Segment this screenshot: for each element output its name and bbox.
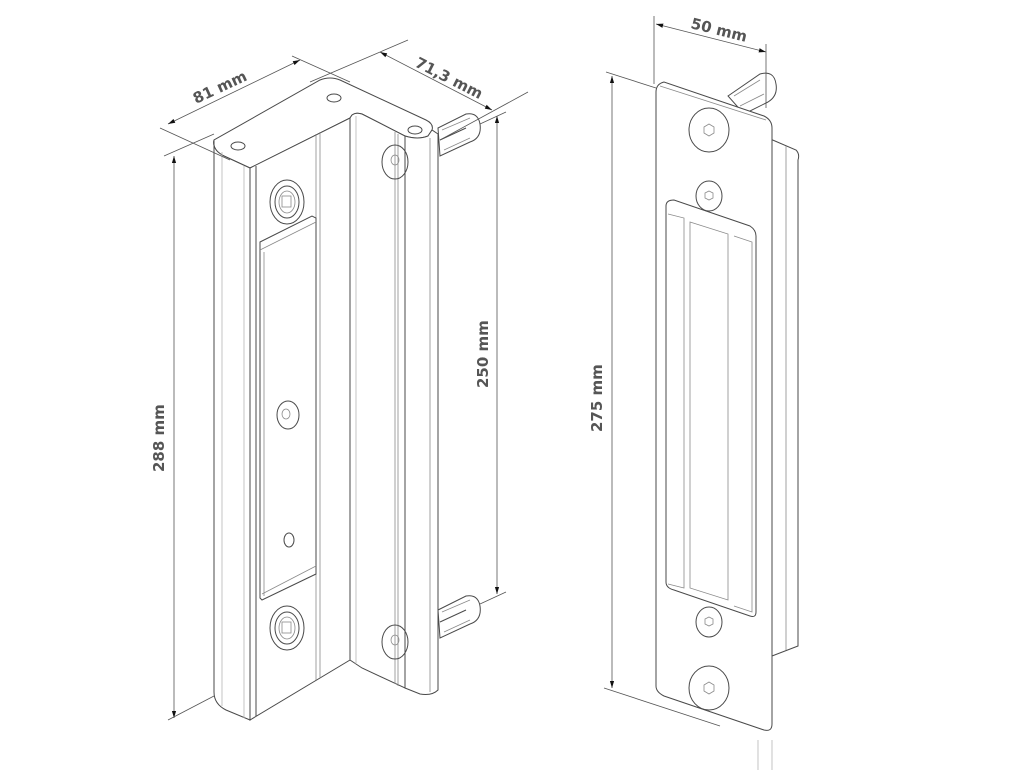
strike-screw-lower [695, 606, 723, 638]
dimension-spacing-250: 250 mm [474, 111, 507, 605]
strike-box-back [767, 137, 800, 657]
bracket-side-screw-top [381, 144, 409, 180]
wall-anchor-top [437, 113, 481, 157]
bracket-small-hole [283, 532, 295, 548]
dimension-height-288: 288 mm [150, 133, 215, 721]
top-hole-mid [326, 93, 342, 103]
bracket-screw-middle [276, 400, 300, 430]
strike-screw-bottom [688, 665, 730, 711]
top-hole-left [230, 141, 246, 151]
strike-screw-top [688, 107, 730, 153]
bracket-screw-bottom [269, 605, 305, 651]
bracket-screw-top [269, 179, 305, 225]
bracket-slot-plate [259, 215, 317, 601]
depth-71-label: 71,3 mm [412, 54, 486, 103]
top-hole-right [407, 125, 423, 135]
strike-keeper-window [665, 199, 757, 617]
bracket-right-edge [404, 129, 439, 695]
bracket-side-face [349, 112, 406, 689]
width-81-label: 81 mm [190, 67, 250, 108]
bracket-front-face [249, 117, 351, 721]
strike-screw-upper [695, 180, 723, 212]
wall-anchor-bottom [437, 595, 481, 639]
dimension-height-275: 275 mm [588, 71, 721, 727]
spacing-250-label: 250 mm [474, 320, 492, 388]
strike-plate-part [655, 72, 800, 770]
width-50-label: 50 mm [689, 14, 749, 45]
bracket-side-screw-bottom [381, 624, 409, 660]
strike-plate-face [655, 81, 773, 731]
height-288-label: 288 mm [150, 404, 168, 472]
bracket-left-flank [213, 139, 251, 721]
height-275-label: 275 mm [588, 364, 606, 432]
l-bracket-part [213, 77, 481, 721]
